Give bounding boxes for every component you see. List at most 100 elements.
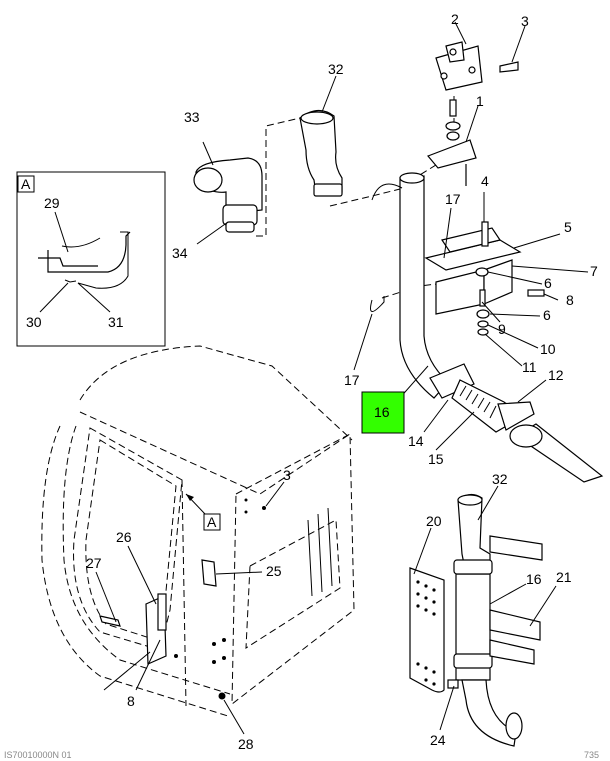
leader-12: [517, 379, 547, 403]
cab-pillar: [181, 479, 187, 707]
leader-30: [39, 282, 69, 313]
lock-washer-10: [477, 320, 489, 328]
leader-32a: [321, 75, 337, 113]
callout-8: 8: [566, 292, 574, 308]
cab-roof-edge: [79, 411, 351, 495]
mount-hole-3: [262, 506, 266, 510]
callout-6-lower: 6: [543, 307, 551, 323]
callout-10: 10: [540, 341, 556, 357]
clamp-14: [429, 363, 475, 399]
callout-32: 32: [328, 61, 344, 77]
leader-10: [487, 324, 539, 349]
top-bracket-group: [427, 21, 526, 186]
callout-labels: 2 3 32 33 1 34 4 17 5 6 7 8 9 6 10 11 17…: [26, 11, 598, 752]
mirror-bracket-arm: [157, 593, 167, 631]
leader-5: [513, 233, 561, 249]
callout-5: 5: [564, 219, 572, 235]
muffler-clamp-top: [453, 559, 493, 575]
leader-15: [435, 411, 475, 451]
cab-side-panel: [231, 433, 355, 706]
cab-outline: A: [41, 345, 355, 735]
ubolt-lower: [370, 296, 385, 312]
bracket-hole-top: [449, 48, 457, 56]
mount-hole: [244, 510, 248, 514]
mount-hole: [222, 656, 226, 660]
bolt-3: [499, 61, 519, 73]
stud: [449, 99, 457, 117]
leader-6a: [487, 271, 543, 285]
leader-24: [439, 685, 455, 731]
callout-30: 30: [26, 314, 42, 330]
leader-34: [196, 221, 229, 245]
callout-31: 31: [108, 314, 124, 330]
view-marker-letter: A: [207, 514, 217, 530]
highlighted-part-16[interactable]: 16: [361, 391, 405, 434]
leader-14: [423, 399, 449, 433]
leader-7: [511, 265, 589, 273]
leader-9: [481, 301, 501, 323]
cab-front-inner: [62, 425, 231, 695]
detail-panel-edge: [38, 257, 98, 267]
fastener-24: [447, 679, 459, 689]
flex-section-group: [423, 363, 604, 483]
stud-9: [479, 289, 486, 307]
leader-8a: [543, 293, 559, 301]
mount-hole: [212, 660, 216, 664]
callout-34: 34: [172, 245, 188, 261]
leader-31: [77, 282, 111, 313]
detail-view-a: A: [16, 171, 166, 347]
leader-17a: [443, 207, 452, 259]
lower-elbow: [461, 679, 517, 747]
support-block-7: [435, 269, 485, 315]
leader-1: [465, 105, 479, 143]
ubolt-upper: [371, 183, 403, 201]
elbow-clamp-lower: [225, 221, 255, 233]
callout-12: 12: [548, 367, 564, 383]
callout-11: 11: [522, 359, 537, 375]
leader-28: [223, 699, 245, 735]
leader-17b: [353, 313, 373, 371]
nut-top: [446, 131, 460, 141]
support-block-side: [483, 259, 513, 305]
callout-26: 26: [116, 529, 132, 545]
bracket-25: [201, 559, 217, 587]
leader-33: [202, 141, 214, 166]
guide-hose-to-pipe: [329, 185, 413, 207]
exhaust-pipe-top: [399, 172, 425, 184]
highlight-box[interactable]: [361, 391, 405, 434]
washer-6a: [475, 267, 489, 277]
vertical-exhaust-assembly: [409, 485, 557, 747]
intake-elbow-opening: [193, 167, 223, 193]
washer-top: [445, 121, 461, 131]
leader-11: [484, 333, 523, 367]
leader-3b: [265, 481, 285, 507]
highlight-label: 16: [374, 404, 390, 420]
detail-pipe-outline: [47, 231, 131, 273]
rubber-hose-top: [299, 75, 343, 197]
bolt-4: [481, 221, 489, 247]
muffler-clamp-bottom: [453, 653, 493, 669]
footer-code: IS70010000N 01: [4, 750, 72, 760]
callout-24: 24: [430, 732, 446, 748]
dashed-guides: [256, 96, 471, 299]
leader-32b: [477, 485, 499, 521]
clamp-12: [497, 401, 535, 431]
lower-bracket-plate: [489, 639, 535, 665]
callout-25: 25: [266, 563, 282, 579]
hose-32-top: [300, 111, 334, 125]
heat-shield-holes: [416, 580, 436, 686]
callout-7: 7: [590, 263, 598, 279]
cab-side-window: [245, 519, 341, 649]
callout-8-cab: 8: [127, 693, 135, 709]
cab-door-window: [85, 439, 177, 641]
leader-3a: [511, 25, 526, 63]
footer-number: 735: [584, 750, 599, 760]
cab-roof-front: [79, 345, 353, 441]
detail-view-letter: A: [21, 176, 31, 192]
leader-6b: [489, 313, 541, 317]
detail-hose: [61, 237, 101, 248]
callout-16-lower: 16: [526, 571, 542, 587]
detail-view-letter-box: [17, 175, 35, 193]
guide-elbow-to-hose: [256, 117, 301, 237]
leader-29: [54, 211, 69, 253]
